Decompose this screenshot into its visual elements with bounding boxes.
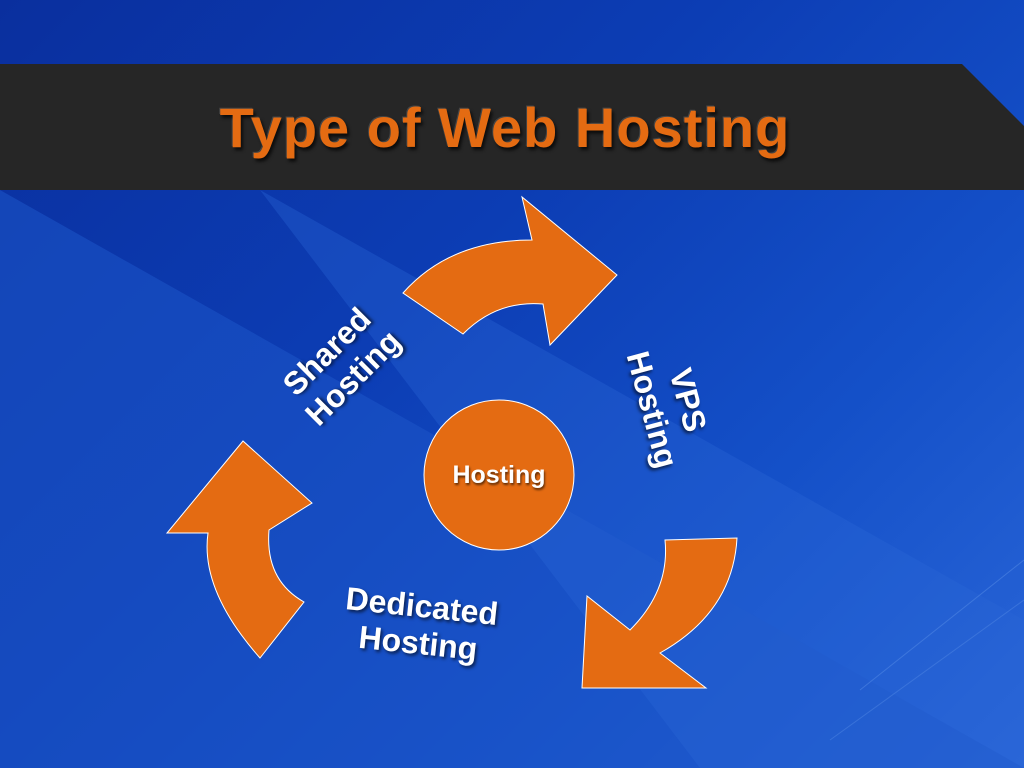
cycle-arrow-right (581, 537, 738, 689)
title-bar (0, 64, 1024, 190)
center-hosting-circle (423, 399, 575, 551)
center-hosting-label: Hosting (452, 460, 546, 489)
cycle-arrow-left (165, 440, 313, 659)
cycle-arrow-top (402, 195, 618, 347)
slide-title: Type of Web Hosting (219, 95, 791, 159)
